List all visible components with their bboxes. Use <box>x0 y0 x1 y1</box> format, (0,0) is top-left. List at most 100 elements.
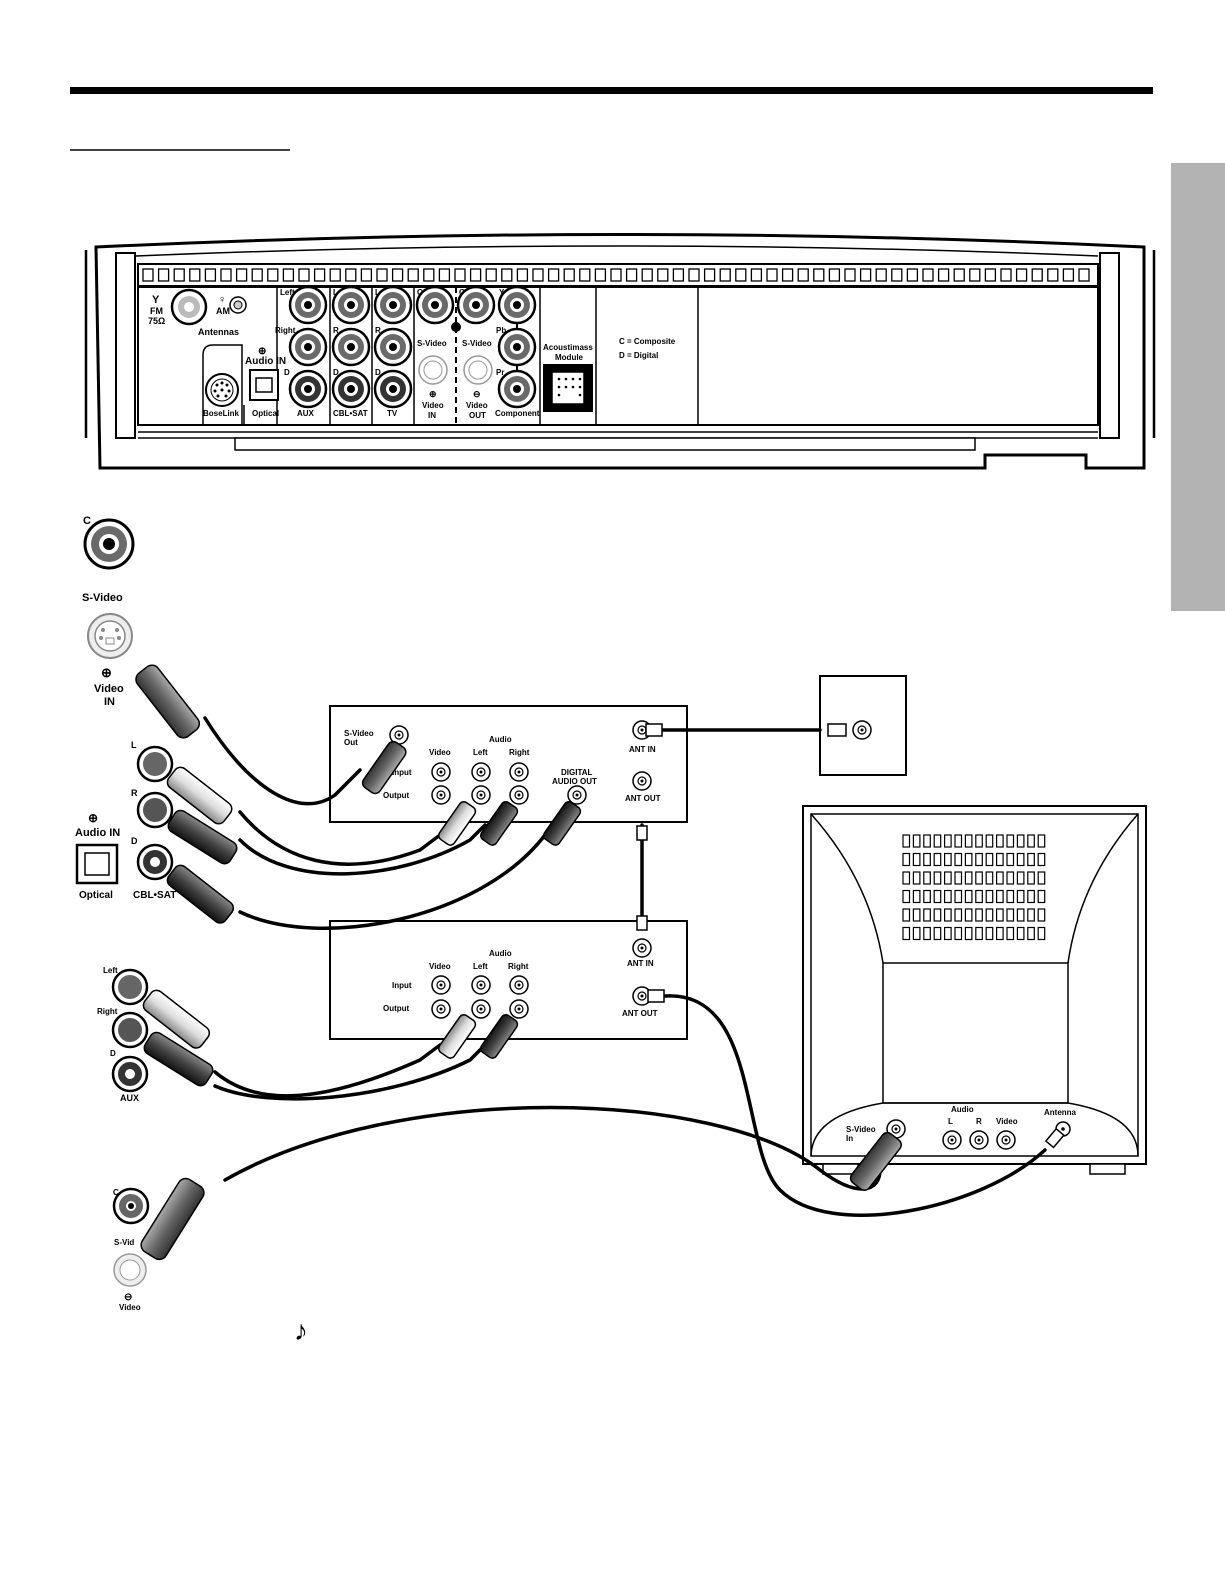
tv-left-jack[interactable] <box>373 285 413 325</box>
closeup-svideo-in-jack[interactable] <box>87 613 133 659</box>
box1-left-output-jack[interactable] <box>471 785 491 805</box>
antennas-label: Antennas <box>198 327 239 337</box>
tv-l-label: L <box>948 1117 953 1126</box>
box1-audio-out-label: AUDIO OUT <box>552 777 597 786</box>
cbl-right-jack[interactable] <box>331 327 371 367</box>
grille-slot <box>954 926 963 941</box>
vent-slot <box>906 268 919 282</box>
vent-slot <box>189 268 201 282</box>
tv-video-jack[interactable] <box>996 1130 1016 1150</box>
tv-audio-l-jack[interactable] <box>942 1130 962 1150</box>
cbl-left-jack[interactable] <box>331 285 371 325</box>
cbl-r-label: R <box>333 326 339 335</box>
grille-slot <box>975 926 983 941</box>
vent-slot <box>423 268 435 282</box>
vent-slot <box>1078 268 1090 282</box>
grille-slot <box>902 852 911 867</box>
video-out-composite-jack[interactable] <box>456 285 496 325</box>
grille-slot <box>943 889 952 904</box>
vent-slots <box>142 268 1090 282</box>
optical-label: Optical <box>252 409 279 418</box>
box1-right-output-jack[interactable] <box>509 785 529 805</box>
grille-slot <box>995 908 1004 922</box>
grille-slot <box>902 834 911 848</box>
cbl-d-label: D <box>333 368 339 377</box>
grille-slot <box>985 834 994 848</box>
vent-slot <box>859 268 872 282</box>
grille-slot <box>954 889 963 904</box>
box2-left-input-jack[interactable] <box>471 975 491 995</box>
tv-audio-r-jack[interactable] <box>969 1130 989 1150</box>
box1-video-output-jack[interactable] <box>431 785 451 805</box>
vent-slot <box>407 268 419 282</box>
box2-right-input-jack[interactable] <box>509 975 529 995</box>
component-y-jack[interactable] <box>497 285 537 325</box>
box2-ant-in-jack[interactable] <box>632 938 652 958</box>
video-in-composite-jack[interactable] <box>415 285 455 325</box>
closeup-video-in-arrow-icon: ⊕ <box>101 665 112 680</box>
aux-right-jack[interactable] <box>288 327 328 367</box>
box1-left-label: Left <box>473 748 488 757</box>
box1-ant-out-jack[interactable] <box>632 771 652 791</box>
tv-digital-jack[interactable] <box>373 369 413 409</box>
vent-slot <box>220 268 232 282</box>
box2-video-output-jack[interactable] <box>431 999 451 1019</box>
box1-video-input-jack[interactable] <box>431 762 451 782</box>
closeup-video-out-arrow-icon: ⊖ <box>124 1292 132 1303</box>
audio-in-label: Audio IN <box>245 356 286 367</box>
grille-slot <box>954 834 963 848</box>
tv-right-jack[interactable] <box>373 327 413 367</box>
component-pr-jack[interactable] <box>497 369 537 409</box>
header-rule <box>70 87 1153 94</box>
vent-slot <box>922 268 934 282</box>
grille-slot <box>943 834 952 848</box>
grille-slot <box>923 871 931 885</box>
grille-slot <box>1027 908 1035 922</box>
vent-slot <box>688 268 700 282</box>
vent-slot <box>329 268 341 282</box>
wall-antenna-jack[interactable] <box>852 720 872 740</box>
grille-slot <box>933 852 942 867</box>
video-in-c-label: C <box>417 288 423 297</box>
box1-digital-audio-out-jack[interactable] <box>567 785 587 805</box>
grille-slot <box>902 871 911 885</box>
box2-right-output-jack[interactable] <box>509 999 529 1019</box>
box2-ant-out-label: ANT OUT <box>622 1009 658 1018</box>
vent-slot <box>750 268 763 282</box>
vent-slot <box>828 268 841 282</box>
grille-slot <box>923 852 931 867</box>
grille-slot <box>1006 852 1015 867</box>
tv-l-label: L <box>375 288 380 297</box>
grille-slot <box>923 908 931 922</box>
grille-slot <box>1027 926 1035 941</box>
box2-video-input-jack[interactable] <box>431 975 451 995</box>
fm-ohms-label: 75Ω <box>148 316 165 326</box>
grille-slot <box>1037 852 1046 867</box>
grille-slot <box>975 871 983 885</box>
grille-slot <box>954 852 963 867</box>
tv-r-label: R <box>976 1117 982 1126</box>
cbl-digital-jack[interactable] <box>331 369 371 409</box>
video-out-video-label: Video <box>466 401 488 410</box>
box1-right-input-jack[interactable] <box>509 762 529 782</box>
tv-grille <box>902 834 1046 941</box>
aux-left-jack[interactable] <box>288 285 328 325</box>
vent-slot <box>1015 268 1028 282</box>
vent-slot <box>1062 268 1075 282</box>
aux-right-label: Right <box>275 326 296 335</box>
legend-digital: D = Digital <box>619 351 658 360</box>
closeup-audio-in-label: Audio IN <box>75 827 120 839</box>
closeup-out-video-label: Video <box>119 1303 141 1312</box>
fm-antenna-icon: Y <box>152 294 160 306</box>
box2-left-output-jack[interactable] <box>471 999 491 1019</box>
vent-slot <box>781 268 794 282</box>
component-pb-jack[interactable] <box>497 327 537 367</box>
grille-slot <box>923 889 931 904</box>
box1-left-input-jack[interactable] <box>471 762 491 782</box>
vent-slot <box>610 268 622 282</box>
tv-audio-label: Audio <box>951 1105 974 1114</box>
aux-digital-jack[interactable] <box>288 369 328 409</box>
component-pr-label: Pr <box>496 368 504 377</box>
vent-slot <box>579 268 591 282</box>
box1-input-label: Input <box>392 768 412 777</box>
